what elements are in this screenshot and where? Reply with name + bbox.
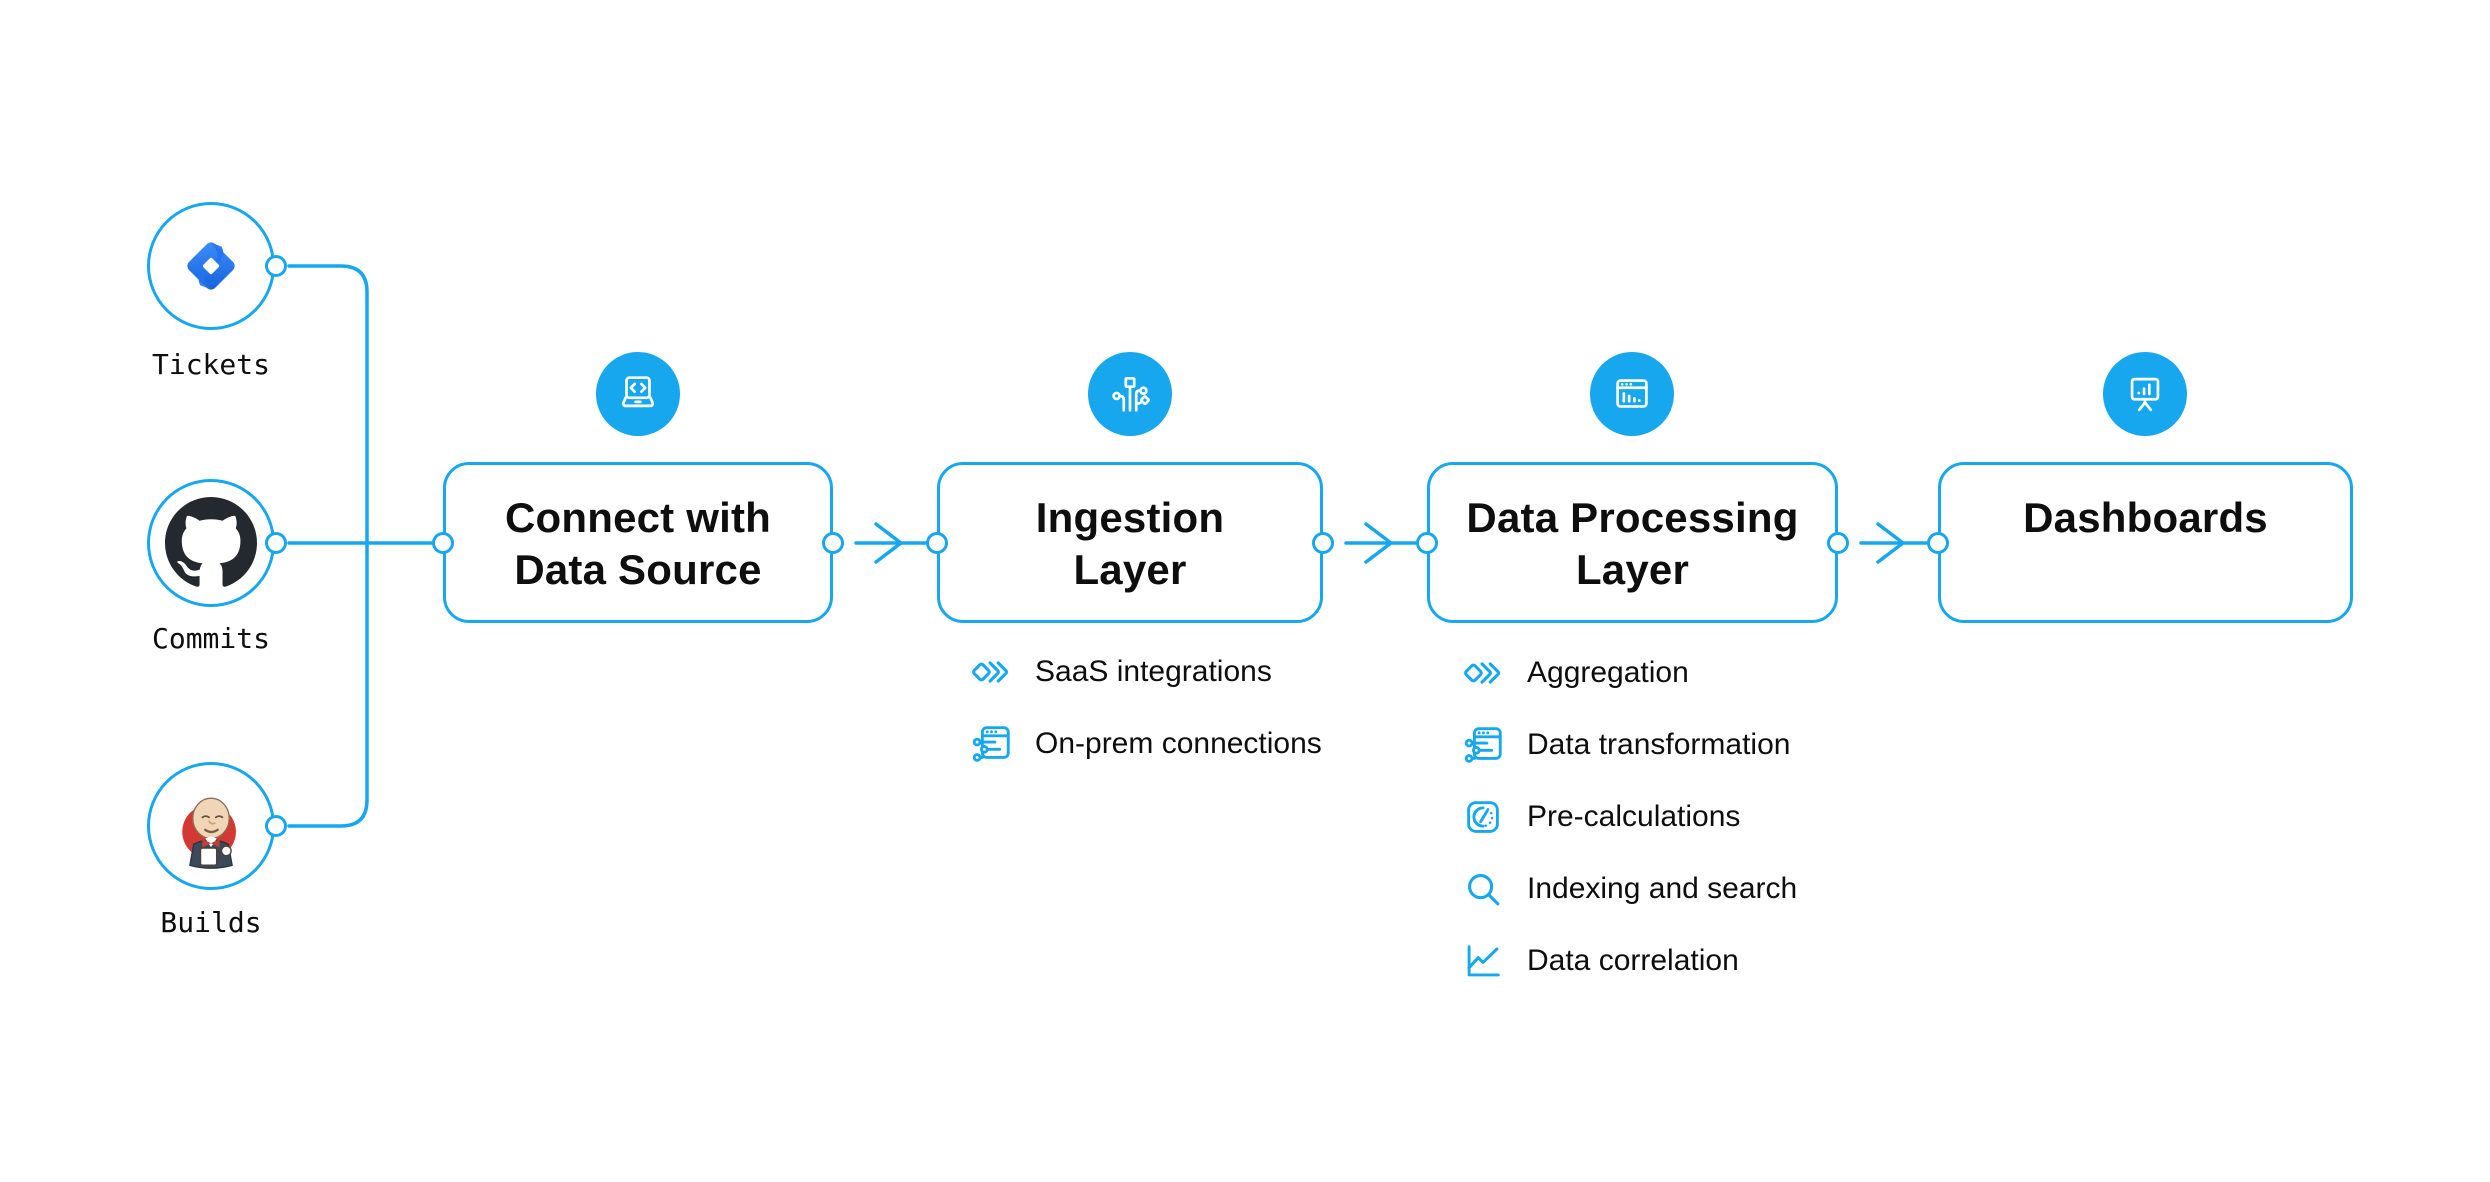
node-dot <box>926 532 948 554</box>
list-item-label: Aggregation <box>1527 656 1689 689</box>
stage-title: Data Processing Layer <box>1466 494 1799 593</box>
list-item: Data transformation <box>1460 722 1797 768</box>
list-item-label: Pre-calculations <box>1527 800 1741 833</box>
stage-connect-with-data-source: Connect with Data Source <box>443 462 833 623</box>
github-icon <box>165 497 257 587</box>
badge-connect <box>596 352 680 436</box>
presentation-chart-icon <box>2130 377 2160 412</box>
arrow-head-3 <box>1876 522 1905 564</box>
stage-data-processing-layer: Data Processing Layer <box>1427 462 1838 623</box>
window-sliders-icon <box>972 726 1010 762</box>
circuit-icon <box>1112 376 1150 412</box>
node-dot <box>265 532 287 554</box>
node-dot <box>1312 532 1334 554</box>
jenkins-icon <box>182 797 236 869</box>
list-item: Data correlation <box>1460 938 1797 984</box>
ingestion-feature-list: SaaS integrations On-prem connections <box>968 649 1322 793</box>
node-dot <box>432 532 454 554</box>
list-item-label: SaaS integrations <box>1035 655 1272 688</box>
stage-ingestion-layer: Ingestion Layer <box>937 462 1323 623</box>
stacked-diamonds-icon <box>972 661 1009 683</box>
arrow-head-2 <box>1364 522 1393 564</box>
node-dot <box>1927 532 1949 554</box>
window-sliders-icon <box>1464 727 1502 763</box>
source-builds-label: Builds <box>160 906 262 939</box>
line-chart-icon <box>1467 945 1500 977</box>
node-dot <box>822 532 844 554</box>
node-dot <box>265 815 287 837</box>
list-item: Aggregation <box>1460 650 1797 696</box>
search-icon <box>1468 874 1500 906</box>
node-dot <box>1416 532 1438 554</box>
stage-title: Connect with Data Source <box>504 494 772 593</box>
stacked-diamonds-icon <box>1464 662 1501 684</box>
node-dot <box>1827 532 1849 554</box>
laptop-code-icon <box>621 376 655 408</box>
list-item-label: Data transformation <box>1527 728 1791 761</box>
window-chart-icon <box>1616 379 1648 408</box>
source-commits <box>147 479 275 607</box>
stage-title: Ingestion Layer <box>1035 494 1225 593</box>
source-tickets <box>147 202 275 330</box>
node-dot <box>265 255 287 277</box>
list-item: Indexing and search <box>1460 866 1797 912</box>
list-item-label: Indexing and search <box>1527 872 1798 905</box>
source-commits-label: Commits <box>151 622 270 655</box>
list-item: SaaS integrations <box>968 649 1322 695</box>
source-builds <box>147 762 275 890</box>
processing-feature-list: Aggregation Data transformation Pre-calc… <box>1460 650 1797 1010</box>
list-item: Pre-calculations <box>1460 794 1797 840</box>
jira-icon <box>187 242 235 290</box>
source-tickets-label: Tickets <box>151 348 270 381</box>
gauge-icon <box>1467 801 1499 833</box>
list-item-label: On-prem connections <box>1035 727 1322 760</box>
arrow-head-1 <box>874 522 903 564</box>
badge-ingestion <box>1088 352 1172 436</box>
list-item-label: Data correlation <box>1527 944 1739 977</box>
badge-processing <box>1590 352 1674 436</box>
list-item: On-prem connections <box>968 721 1322 767</box>
stage-title: Dashboards <box>2023 494 2268 541</box>
stage-dashboards: Dashboards <box>1938 462 2353 623</box>
badge-dashboards <box>2103 352 2187 436</box>
